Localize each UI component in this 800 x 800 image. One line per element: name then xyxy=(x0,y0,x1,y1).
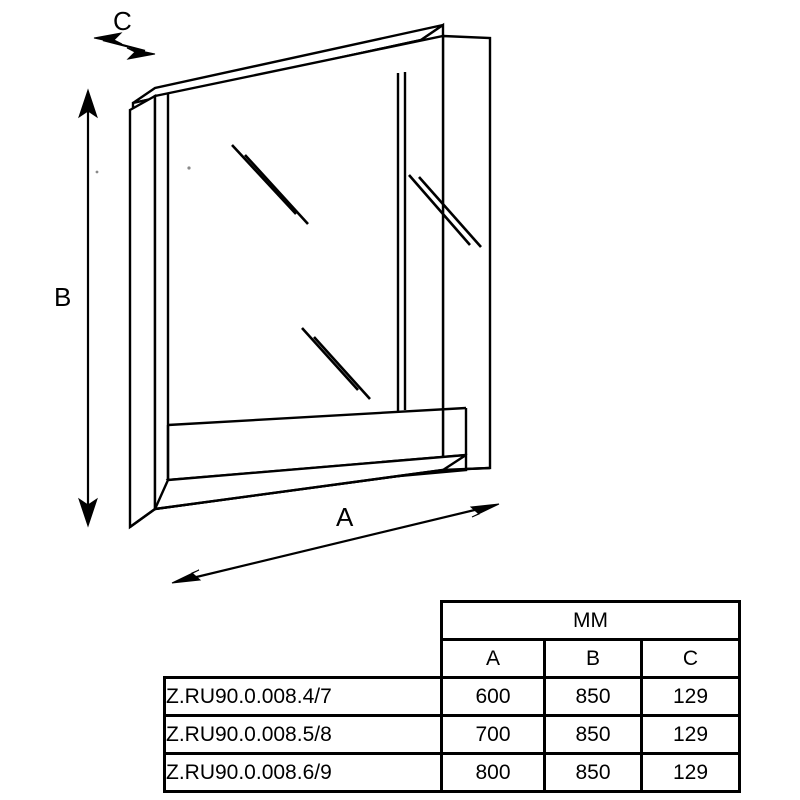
table-cell-a: 600 xyxy=(440,676,546,717)
table-model-header-blank xyxy=(165,640,442,678)
table-cell-model: Z.RU90.0.008.6/9 xyxy=(163,752,443,793)
table-unit-header: MM xyxy=(440,600,741,641)
dim-a-line xyxy=(183,505,488,582)
dim-b-arrowhead-bottom xyxy=(78,497,98,528)
table-corner-blank xyxy=(165,602,442,640)
dim-a-arrowhead-right xyxy=(469,503,500,518)
table-cell-model: Z.RU90.0.008.4/7 xyxy=(163,676,443,717)
table-cell-b: 850 xyxy=(543,676,643,717)
table-cell-b: 850 xyxy=(543,752,643,793)
dimension-label-c: C xyxy=(113,6,132,36)
dimension-label-b: B xyxy=(54,282,72,312)
table-cell-a: 700 xyxy=(440,714,546,755)
dimension-label-a: A xyxy=(336,502,354,532)
table-cell-a: 800 xyxy=(440,752,546,793)
cabinet-right-side-panel xyxy=(441,34,492,472)
shelf-niche-top-edge xyxy=(167,406,467,427)
mirror-reflection-lines xyxy=(231,144,482,400)
table-column-header-b: B xyxy=(543,639,643,679)
dimension-arrows xyxy=(78,32,500,584)
table-cell-model: Z.RU90.0.008.5/8 xyxy=(163,714,443,755)
table-cell-b: 850 xyxy=(543,714,643,755)
cabinet-bottom-left-corner xyxy=(129,508,156,528)
dim-c-arrowhead-downright xyxy=(126,47,156,60)
reflection-line-1b xyxy=(244,154,309,225)
dim-c-arrowhead-upleft xyxy=(93,32,123,45)
table-unit-header-row: MM xyxy=(165,600,741,641)
dim-a-arrowhead-left xyxy=(171,569,202,584)
table-row: Z.RU90.0.008.5/8 700 850 129 xyxy=(163,714,741,755)
table-row: Z.RU90.0.008.6/9 800 850 129 xyxy=(163,752,741,793)
table-cell-c: 129 xyxy=(640,752,741,793)
reflection-line-3b xyxy=(418,176,482,248)
cabinet-bottom-front-edge xyxy=(154,468,444,511)
table-row: Z.RU90.0.008.4/7 600 850 129 xyxy=(163,676,741,717)
reflection-line-2b xyxy=(313,336,371,400)
table-column-header-a: A xyxy=(440,639,546,679)
table-cell-c: 129 xyxy=(640,676,741,717)
table-column-header-row: A B C xyxy=(165,639,741,679)
reflection-line-1a xyxy=(231,144,297,215)
table-column-header-c: C xyxy=(640,639,741,679)
dimensions-table: MM A B C Z.RU90.0.008.4/7 600 850 129 Z.… xyxy=(163,600,741,793)
dim-b-arrowhead-top xyxy=(78,88,98,119)
table-cell-c: 129 xyxy=(640,714,741,755)
cabinet-front-plane xyxy=(153,34,445,511)
scan-speckle xyxy=(95,166,191,174)
cabinet-left-side-panel xyxy=(128,93,157,530)
reflection-line-2a xyxy=(301,327,359,391)
cabinet-bottom-right-corner xyxy=(442,466,491,472)
reflection-line-3a xyxy=(408,174,471,246)
